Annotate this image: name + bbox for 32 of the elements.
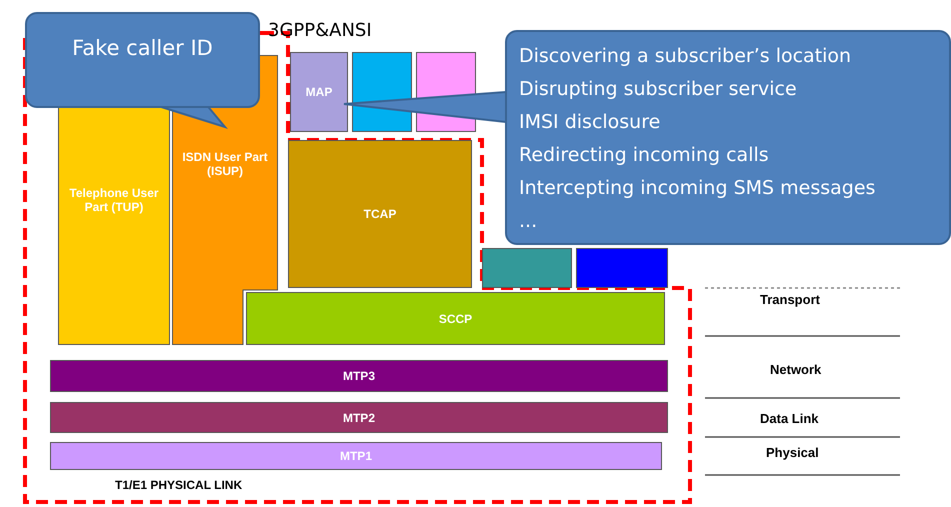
layer-name: Telephone User Part (TUP) <box>68 186 160 214</box>
protocol-layer-block <box>246 292 665 345</box>
osi-layer-label: Physical <box>766 445 819 460</box>
link-label: T1/E1 PHYSICAL LINK <box>115 478 242 492</box>
group-heading: 3GPP&ANSI <box>268 20 372 41</box>
protocol-layer-block <box>288 140 472 288</box>
callout-text: Disrupting subscriber service <box>519 77 798 102</box>
callout-pointer <box>343 90 507 124</box>
callout-text: Fake caller ID <box>71 35 214 62</box>
protocol-layer-bar <box>50 360 668 392</box>
protocol-layer-block <box>576 248 668 288</box>
protocol-layer-block <box>290 52 348 132</box>
callout-text: Discovering a subscriber’s location <box>519 44 852 69</box>
osi-layer-label: Transport <box>760 292 820 307</box>
callout-text: Intercepting incoming SMS messages <box>519 176 876 201</box>
osi-layer-label: Data Link <box>760 411 819 426</box>
callout-bubble <box>505 30 951 245</box>
protocol-layer-bar <box>50 402 668 433</box>
layer-name: SCCP <box>438 312 474 326</box>
callout-text: Redirecting incoming calls <box>519 143 770 168</box>
callout-pointer <box>160 106 228 129</box>
callout-text: ... <box>519 209 538 234</box>
layer-name: TCAP <box>362 207 398 221</box>
layer-name: MTP1 <box>338 449 373 463</box>
protocol-layer-block <box>482 248 572 288</box>
layer-name: ISDN User Part (ISUP) <box>181 150 269 178</box>
osi-layer-label: Network <box>770 362 822 377</box>
callout-text: IMSI disclosure <box>519 110 662 135</box>
layer-name: MTP3 <box>342 369 376 383</box>
layer-name: MTP2 <box>342 410 376 424</box>
protocol-layer-bar <box>50 442 662 470</box>
layer-name: MAP <box>304 85 334 99</box>
